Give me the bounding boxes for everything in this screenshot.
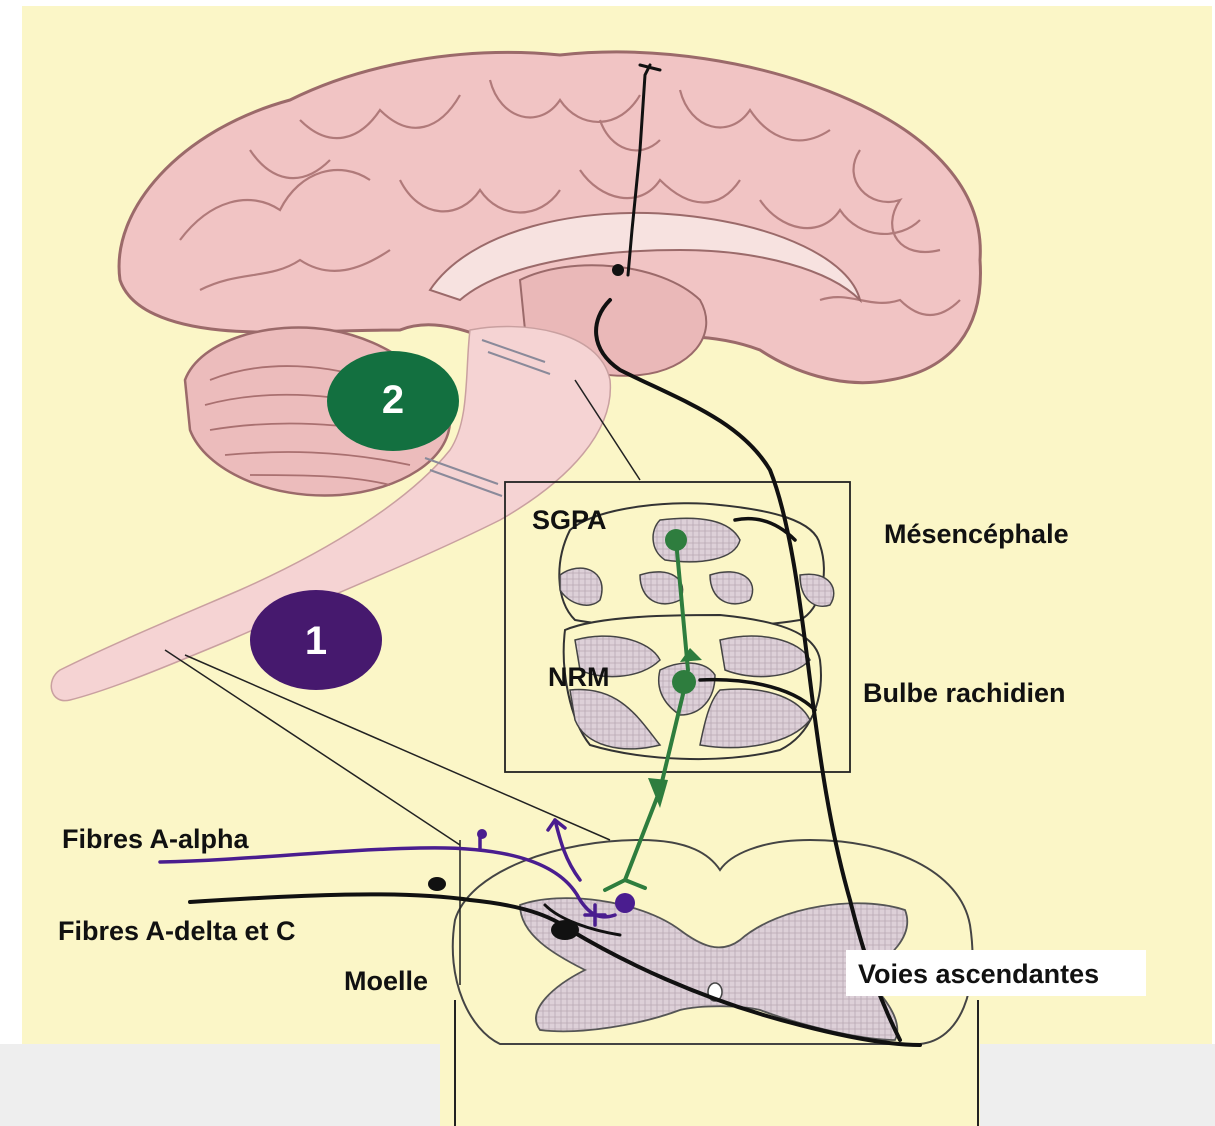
cord-strip bbox=[440, 1044, 980, 1126]
label-voies-ascendantes: Voies ascendantes bbox=[858, 959, 1099, 989]
label-fibres-alpha: Fibres A-alpha bbox=[62, 824, 250, 854]
delta-ganglion bbox=[428, 877, 446, 891]
badge-two: 2 bbox=[327, 351, 459, 451]
alpha-ganglion bbox=[477, 829, 487, 839]
dorsal-horn-neuron bbox=[551, 920, 579, 940]
badge-one-text: 1 bbox=[305, 619, 327, 663]
label-sgpa: SGPA bbox=[532, 505, 607, 535]
badge-one: 1 bbox=[250, 590, 382, 690]
label-moelle: Moelle bbox=[344, 966, 428, 996]
sgpa-neuron bbox=[665, 529, 687, 551]
nrm-neuron bbox=[672, 670, 696, 694]
label-nrm: NRM bbox=[548, 662, 610, 692]
label-mesencephale: Mésencéphale bbox=[884, 519, 1069, 549]
label-fibres-delta: Fibres A-delta et C bbox=[58, 916, 296, 946]
badge-two-text: 2 bbox=[382, 378, 404, 422]
thalamus-synapse bbox=[612, 264, 624, 276]
label-bulbe: Bulbe rachidien bbox=[863, 678, 1066, 708]
interneuron bbox=[615, 893, 635, 913]
